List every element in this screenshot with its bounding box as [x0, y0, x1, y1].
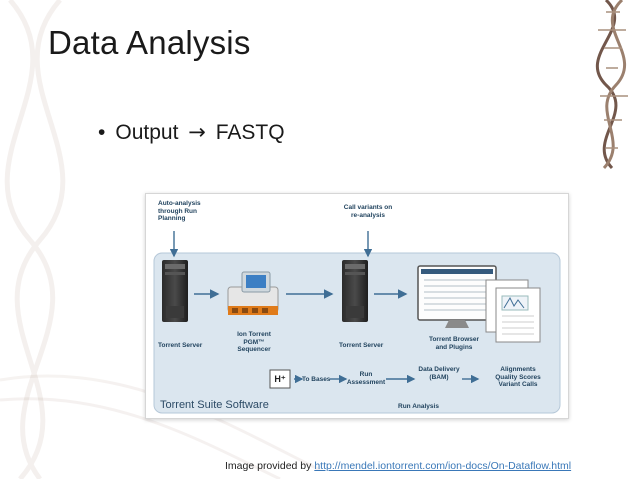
torrent-server-1-icon [162, 260, 188, 322]
label-alignments: Alignments Quality Scores Variant Calls [495, 366, 541, 388]
label-to-bases: To Bases [302, 376, 331, 383]
label-auto-analysis: Auto-analysis through Run Planning [158, 200, 201, 222]
label-call-variants: Call variants on re-analysis [343, 204, 393, 219]
bullet-text: Output [115, 121, 179, 144]
caption-source-link[interactable]: http://mendel.iontorrent.com/ion-docs/On… [314, 460, 572, 472]
dataflow-diagram-graphics [153, 231, 561, 414]
label-torrent-server-1: Torrent Server [158, 342, 203, 349]
right-arrow-icon: → [188, 120, 206, 144]
bullet-output: • Output → FASTQ [98, 120, 285, 145]
dataflow-diagram: Auto-analysis through Run Planning Call … [145, 193, 569, 419]
report-sheets-icon [485, 279, 541, 343]
dna-helix-icon [595, 0, 628, 170]
pgm-sequencer-icon [227, 271, 279, 315]
label-run-assessment: Run Assessment [346, 371, 386, 386]
label-pgm-sequencer: Ion Torrent PGM™ Sequencer [237, 331, 271, 353]
torrent-server-2-icon [342, 260, 368, 322]
bullet-dot: • [98, 121, 106, 144]
image-caption: Image provided by http://mendel.iontorre… [225, 460, 571, 472]
caption-prefix: Image provided by [225, 460, 315, 472]
label-run-analysis: Run Analysis [398, 403, 439, 410]
h-ion-icon-box [269, 369, 291, 389]
bullet-target: FASTQ [215, 121, 285, 144]
label-torrent-server-2: Torrent Server [339, 342, 384, 349]
torrent-browser-monitor-icon [417, 265, 497, 328]
slide-title: Data Analysis [48, 24, 251, 61]
label-torrent-suite-software: Torrent Suite Software [160, 399, 269, 411]
label-h-ion: H⁺ [274, 374, 286, 384]
label-torrent-browser: Torrent Browser and Plugins [428, 336, 480, 351]
label-data-delivery: Data Delivery (BAM) [418, 366, 460, 381]
